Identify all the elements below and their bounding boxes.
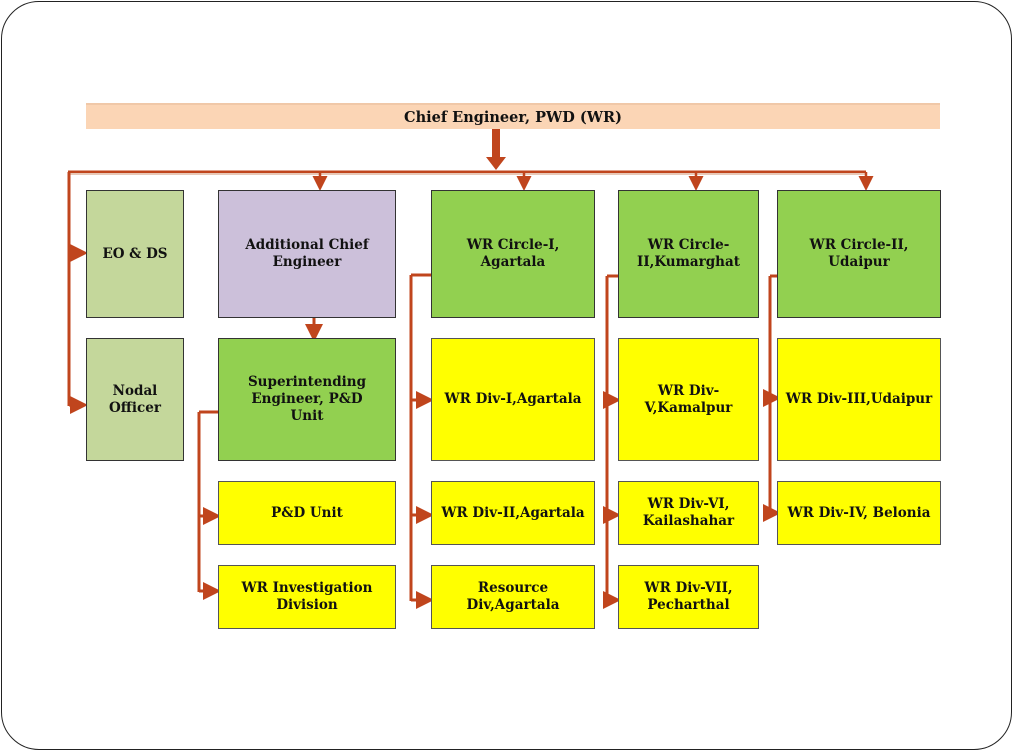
main-arrow-shaft: [492, 129, 500, 159]
box-wr-investigation-division: WR Investigation Division: [218, 565, 396, 629]
box-wr-div-2: WR Div-II,Agartala: [431, 481, 595, 545]
box-wr-div-4: WR Div-IV, Belonia: [777, 481, 941, 545]
main-arrow-head: [486, 157, 506, 170]
box-wr-div-5: WR Div-V,Kamalpur: [618, 338, 759, 461]
box-wr-circle-udaipur: WR Circle-II, Udaipur: [777, 190, 941, 318]
box-wr-circle-kumarghat: WR Circle-II,Kumarghat: [618, 190, 759, 318]
box-resource-div: Resource Div,Agartala: [431, 565, 595, 629]
box-nodal-officer: Nodal Officer: [86, 338, 184, 461]
box-additional-chief-engineer: Additional Chief Engineer: [218, 190, 396, 318]
chief-engineer-title: Chief Engineer, PWD (WR): [86, 103, 940, 129]
box-wr-circle-1: WR Circle-I, Agartala: [431, 190, 595, 318]
box-wr-div-3: WR Div-III,Udaipur: [777, 338, 941, 461]
box-wr-div-6: WR Div-VI, Kailashahar: [618, 481, 759, 545]
box-eo-ds: EO & DS: [86, 190, 184, 318]
box-superintending-engineer: Superintending Engineer, P&D Unit: [218, 338, 396, 461]
box-wr-div-7: WR Div-VII, Pecharthal: [618, 565, 759, 629]
box-wr-div-1: WR Div-I,Agartala: [431, 338, 595, 461]
box-pd-unit: P&D Unit: [218, 481, 396, 545]
